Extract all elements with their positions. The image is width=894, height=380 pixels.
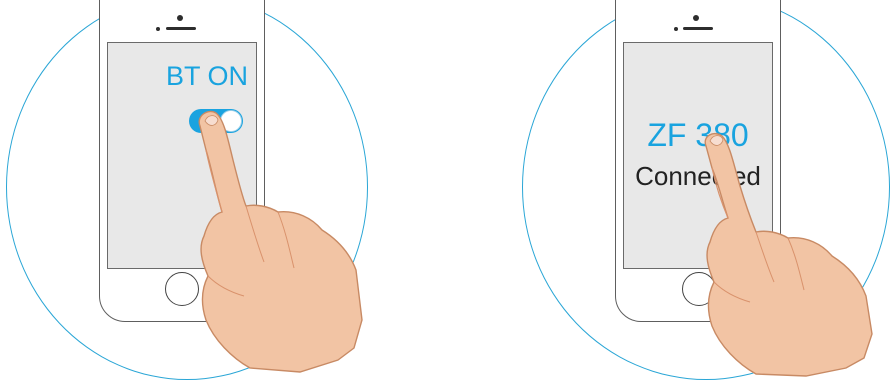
panel-device-connected: ZF 380 Connected: [0, 0, 894, 378]
pointing-hand-icon: [0, 0, 894, 378]
